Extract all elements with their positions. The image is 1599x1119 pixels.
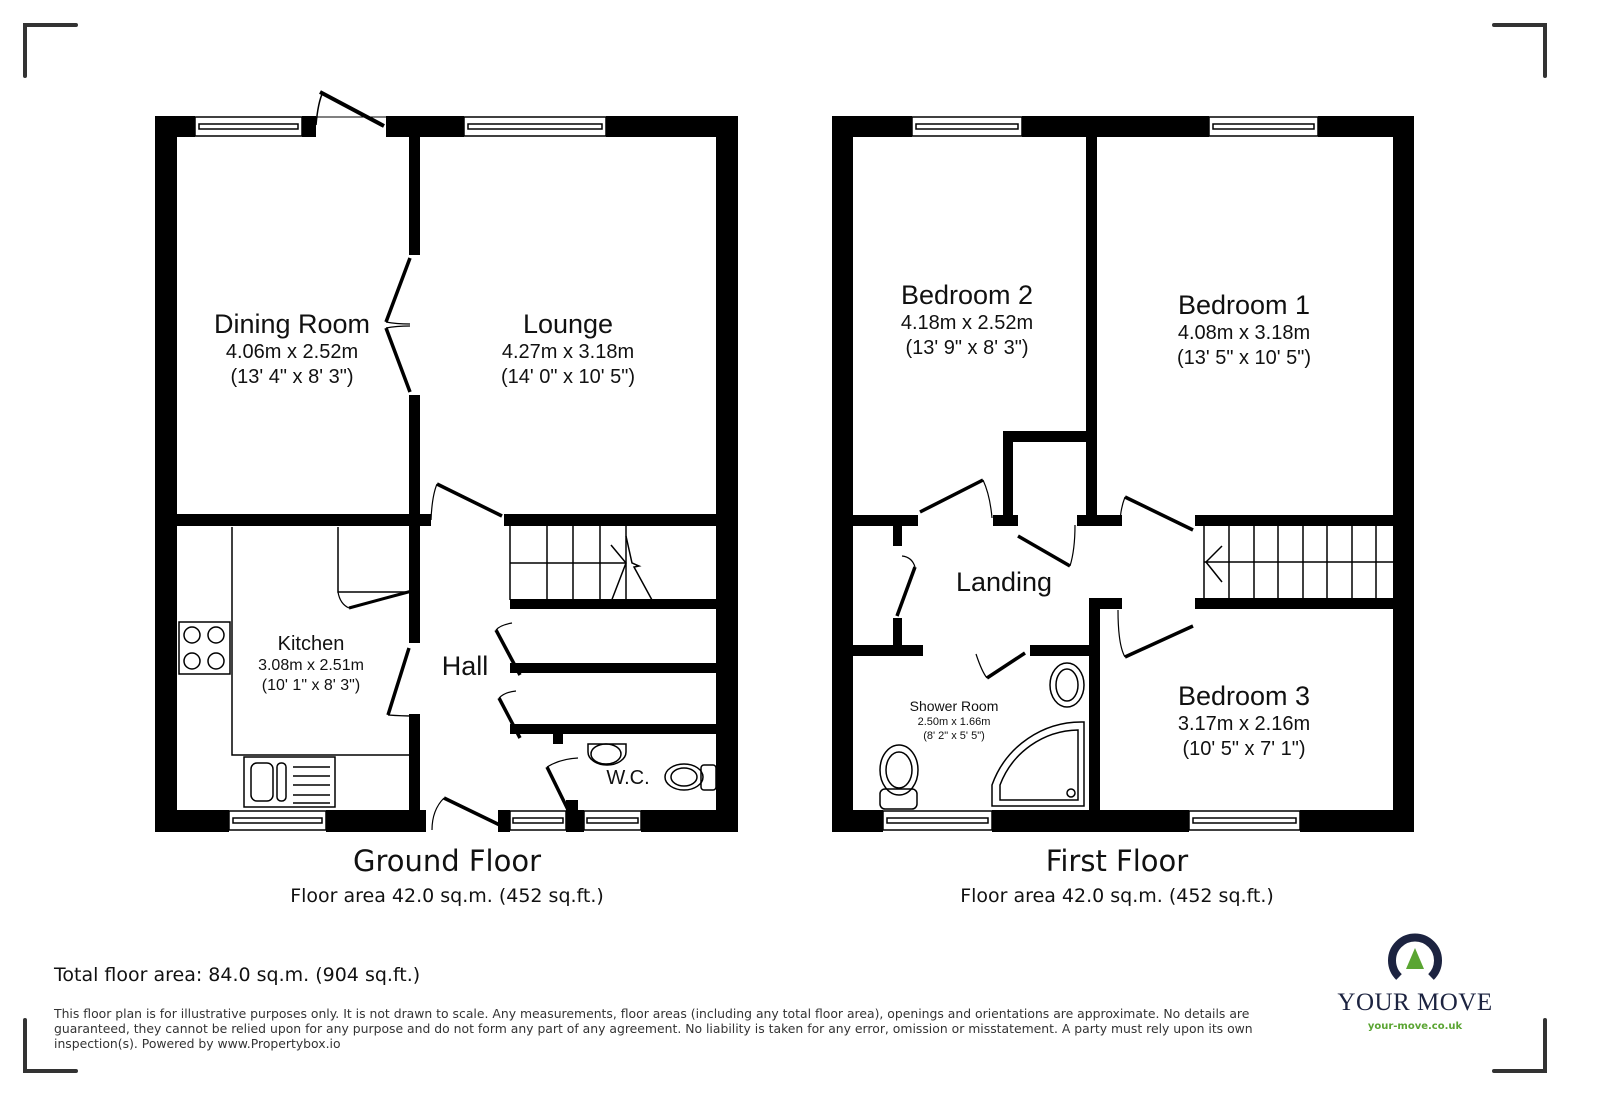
room-name: Bedroom 3 <box>1177 681 1311 711</box>
room-imperial: (14' 0" x 10' 5") <box>500 366 636 388</box>
corner-marks <box>23 23 1547 1073</box>
room-metric: 3.08m x 2.51m <box>258 657 364 674</box>
your-move-logo: YOUR MOVE your-move.co.uk <box>1330 930 1500 1032</box>
first-floor-plan <box>832 116 1414 832</box>
room-name: Shower Room <box>909 698 999 714</box>
disclaimer-text: This floor plan is for illustrative purp… <box>54 1006 1253 1051</box>
room-imperial: (10' 1" x 8' 3") <box>261 677 361 694</box>
room-label-wc: W.C. <box>606 766 649 790</box>
first-floor-caption: First Floor Floor area 42.0 sq.m. (452 s… <box>960 843 1274 909</box>
room-metric: 4.18m x 2.52m <box>900 312 1034 334</box>
room-name: Bedroom 2 <box>900 280 1034 310</box>
room-metric: 4.06m x 2.52m <box>225 341 359 363</box>
room-label-kitchen: Kitchen 3.08m x 2.51m (10' 1" x 8' 3") <box>258 632 364 696</box>
room-name: Kitchen <box>277 633 345 655</box>
floor-area: Floor area 42.0 sq.m. (452 sq.ft.) <box>960 885 1274 907</box>
total-floor-area: Total floor area: 84.0 sq.m. (904 sq.ft.… <box>54 964 421 986</box>
ground-floor-caption: Ground Floor Floor area 42.0 sq.m. (452 … <box>290 843 604 909</box>
floor-title: Ground Floor <box>352 844 542 878</box>
room-name: Dining Room <box>213 309 371 339</box>
floor-title: First Floor <box>1045 844 1189 878</box>
room-label-bedroom-2: Bedroom 2 4.18m x 2.52m (13' 9" x 8' 3") <box>901 280 1033 361</box>
room-label-shower-room: Shower Room 2.50m x 1.66m (8' 2" x 5' 5"… <box>910 697 999 743</box>
room-label-hall: Hall <box>442 651 489 682</box>
room-imperial: (10' 5" x 7' 1") <box>1182 738 1306 760</box>
logo-name: YOUR MOVE <box>1337 989 1493 1016</box>
room-label-bedroom-1: Bedroom 1 4.08m x 3.18m (13' 5" x 10' 5"… <box>1177 290 1311 371</box>
room-metric: 4.27m x 3.18m <box>501 341 635 363</box>
room-name: Landing <box>955 567 1053 597</box>
ground-floor-plan <box>155 90 738 832</box>
room-label-landing: Landing <box>956 567 1052 598</box>
room-label-lounge: Lounge 4.27m x 3.18m (14' 0" x 10' 5") <box>501 309 635 390</box>
room-metric: 3.17m x 2.16m <box>1177 713 1311 735</box>
room-imperial: (13' 4" x 8' 3") <box>230 366 354 388</box>
room-name: Hall <box>441 651 489 681</box>
room-name: Lounge <box>522 309 614 339</box>
room-name: Bedroom 1 <box>1177 290 1311 320</box>
room-imperial: (8' 2" x 5' 5") <box>923 730 985 742</box>
room-imperial: (13' 5" x 10' 5") <box>1176 347 1312 369</box>
room-imperial: (13' 9" x 8' 3") <box>905 337 1029 359</box>
room-label-dining-room: Dining Room 4.06m x 2.52m (13' 4" x 8' 3… <box>214 309 370 390</box>
room-metric: 4.08m x 3.18m <box>1177 322 1311 344</box>
room-label-bedroom-3: Bedroom 3 3.17m x 2.16m (10' 5" x 7' 1") <box>1178 681 1310 762</box>
your-move-logo-icon <box>1388 933 1442 980</box>
room-metric: 2.50m x 1.66m <box>917 716 991 728</box>
room-name: W.C. <box>606 767 650 789</box>
floor-area: Floor area 42.0 sq.m. (452 sq.ft.) <box>290 885 604 907</box>
logo-url: your-move.co.uk <box>1367 1021 1463 1032</box>
